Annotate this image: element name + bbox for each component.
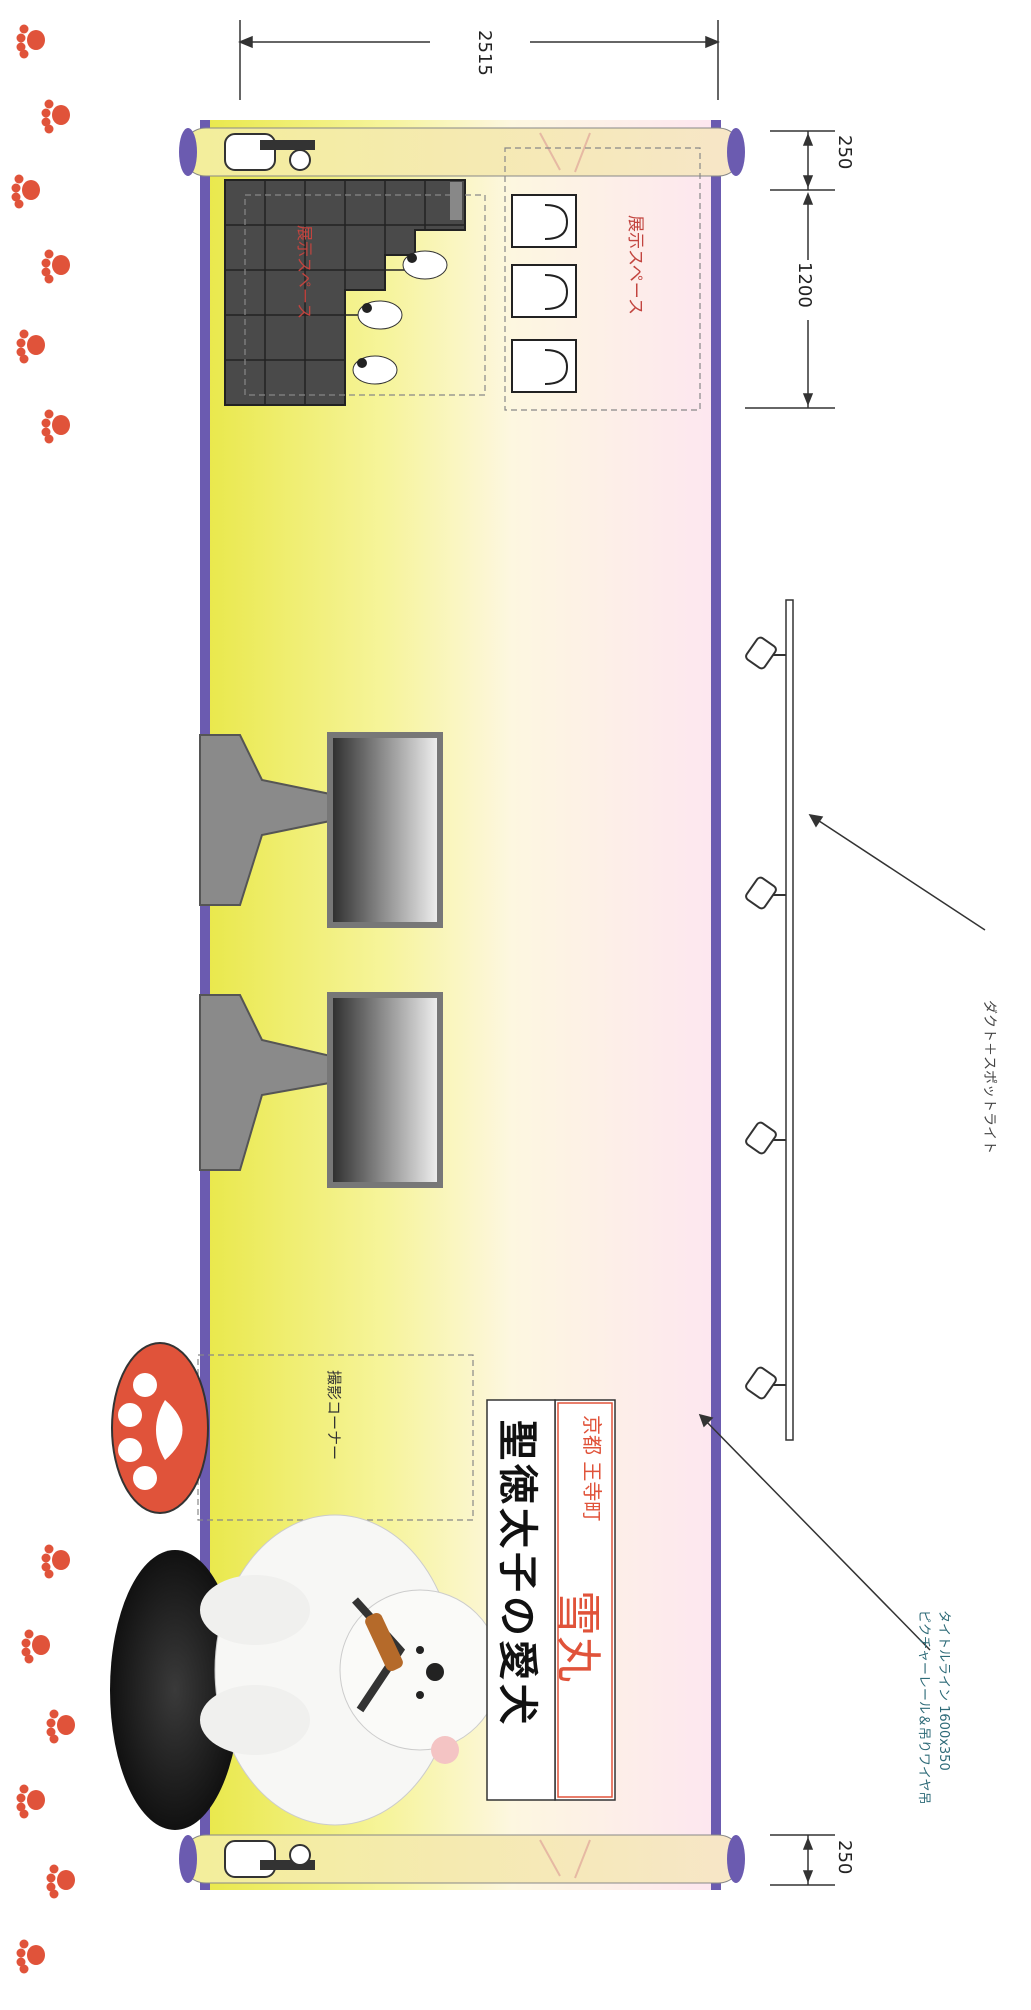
title-line1-large: 雪丸 <box>551 1590 605 1682</box>
title-panel <box>486 1399 616 1801</box>
dim-section-length: 1200 <box>794 262 815 308</box>
title-line2: 聖徳太子の愛犬 <box>494 1420 540 1728</box>
label-title-line-note2: ピクチャーレール＆吊りワイヤ吊 <box>916 1610 931 1805</box>
dim-overall-width: 2515 <box>474 30 495 76</box>
paw-print-icon <box>16 329 45 364</box>
monitor-screen <box>327 732 443 928</box>
label-title-line-note: タイトルライン 1600x350 <box>936 1610 951 1771</box>
paw-print-icon <box>21 1629 50 1664</box>
dimension-overall-width <box>238 20 720 100</box>
dark-display-shelf <box>224 179 466 406</box>
paw-print-icon <box>16 24 45 59</box>
dog-illustration-bottom <box>224 1840 315 1878</box>
duct-rail <box>745 599 794 1441</box>
monitor-stand-1 <box>199 732 443 928</box>
display-space-right-box <box>504 147 701 411</box>
paw-print-icon <box>41 1544 70 1579</box>
label-duct-spotlight: ダクト＋スポットライト <box>981 1000 997 1154</box>
spotlight-icon <box>745 1366 786 1400</box>
dog-figurine <box>402 250 448 280</box>
spotlight-icon <box>745 636 786 670</box>
dim-roll-top: 250 <box>834 135 855 170</box>
bag-icon <box>511 194 577 248</box>
display-space-right <box>504 147 701 411</box>
monitor-stand-2 <box>199 992 443 1188</box>
display-space-left-box <box>244 194 486 396</box>
dimension-vertical-bottom <box>770 1834 835 1886</box>
paw-sign <box>111 1342 209 1514</box>
paw-prints-decoration <box>11 24 75 1974</box>
dim-roll-bottom: 250 <box>834 1840 855 1875</box>
bag-icon <box>511 339 577 393</box>
leader-line-title <box>698 1413 931 1651</box>
paw-print-icon <box>16 1939 45 1974</box>
title-line1-small: 京都 王寺町 <box>580 1415 604 1522</box>
top-scroll-roll <box>179 127 745 177</box>
paw-print-icon <box>46 1709 75 1744</box>
paw-print-icon <box>41 409 70 444</box>
dog-figurine <box>352 355 398 385</box>
paw-print-icon <box>11 174 40 209</box>
paw-print-icon <box>41 249 70 284</box>
label-display-space-right: 展示スペース <box>625 215 645 315</box>
dimension-vertical-top <box>745 130 835 409</box>
label-display-space-left: 展示スペース <box>295 225 314 320</box>
spotlight-icon <box>745 1121 786 1155</box>
leader-line-duct <box>808 814 986 931</box>
spotlight-icon <box>745 876 786 910</box>
paw-print-icon <box>46 1864 75 1899</box>
bag-icon <box>511 264 577 318</box>
dog-illustration-top <box>224 133 315 171</box>
label-photo-corner: 撮影コーナー <box>325 1370 343 1461</box>
paw-print-icon <box>41 99 70 134</box>
monitor-screen <box>327 992 443 1188</box>
dog-figurine <box>357 300 403 330</box>
bottom-scroll-roll <box>179 1834 745 1884</box>
paw-print-icon <box>16 1784 45 1819</box>
